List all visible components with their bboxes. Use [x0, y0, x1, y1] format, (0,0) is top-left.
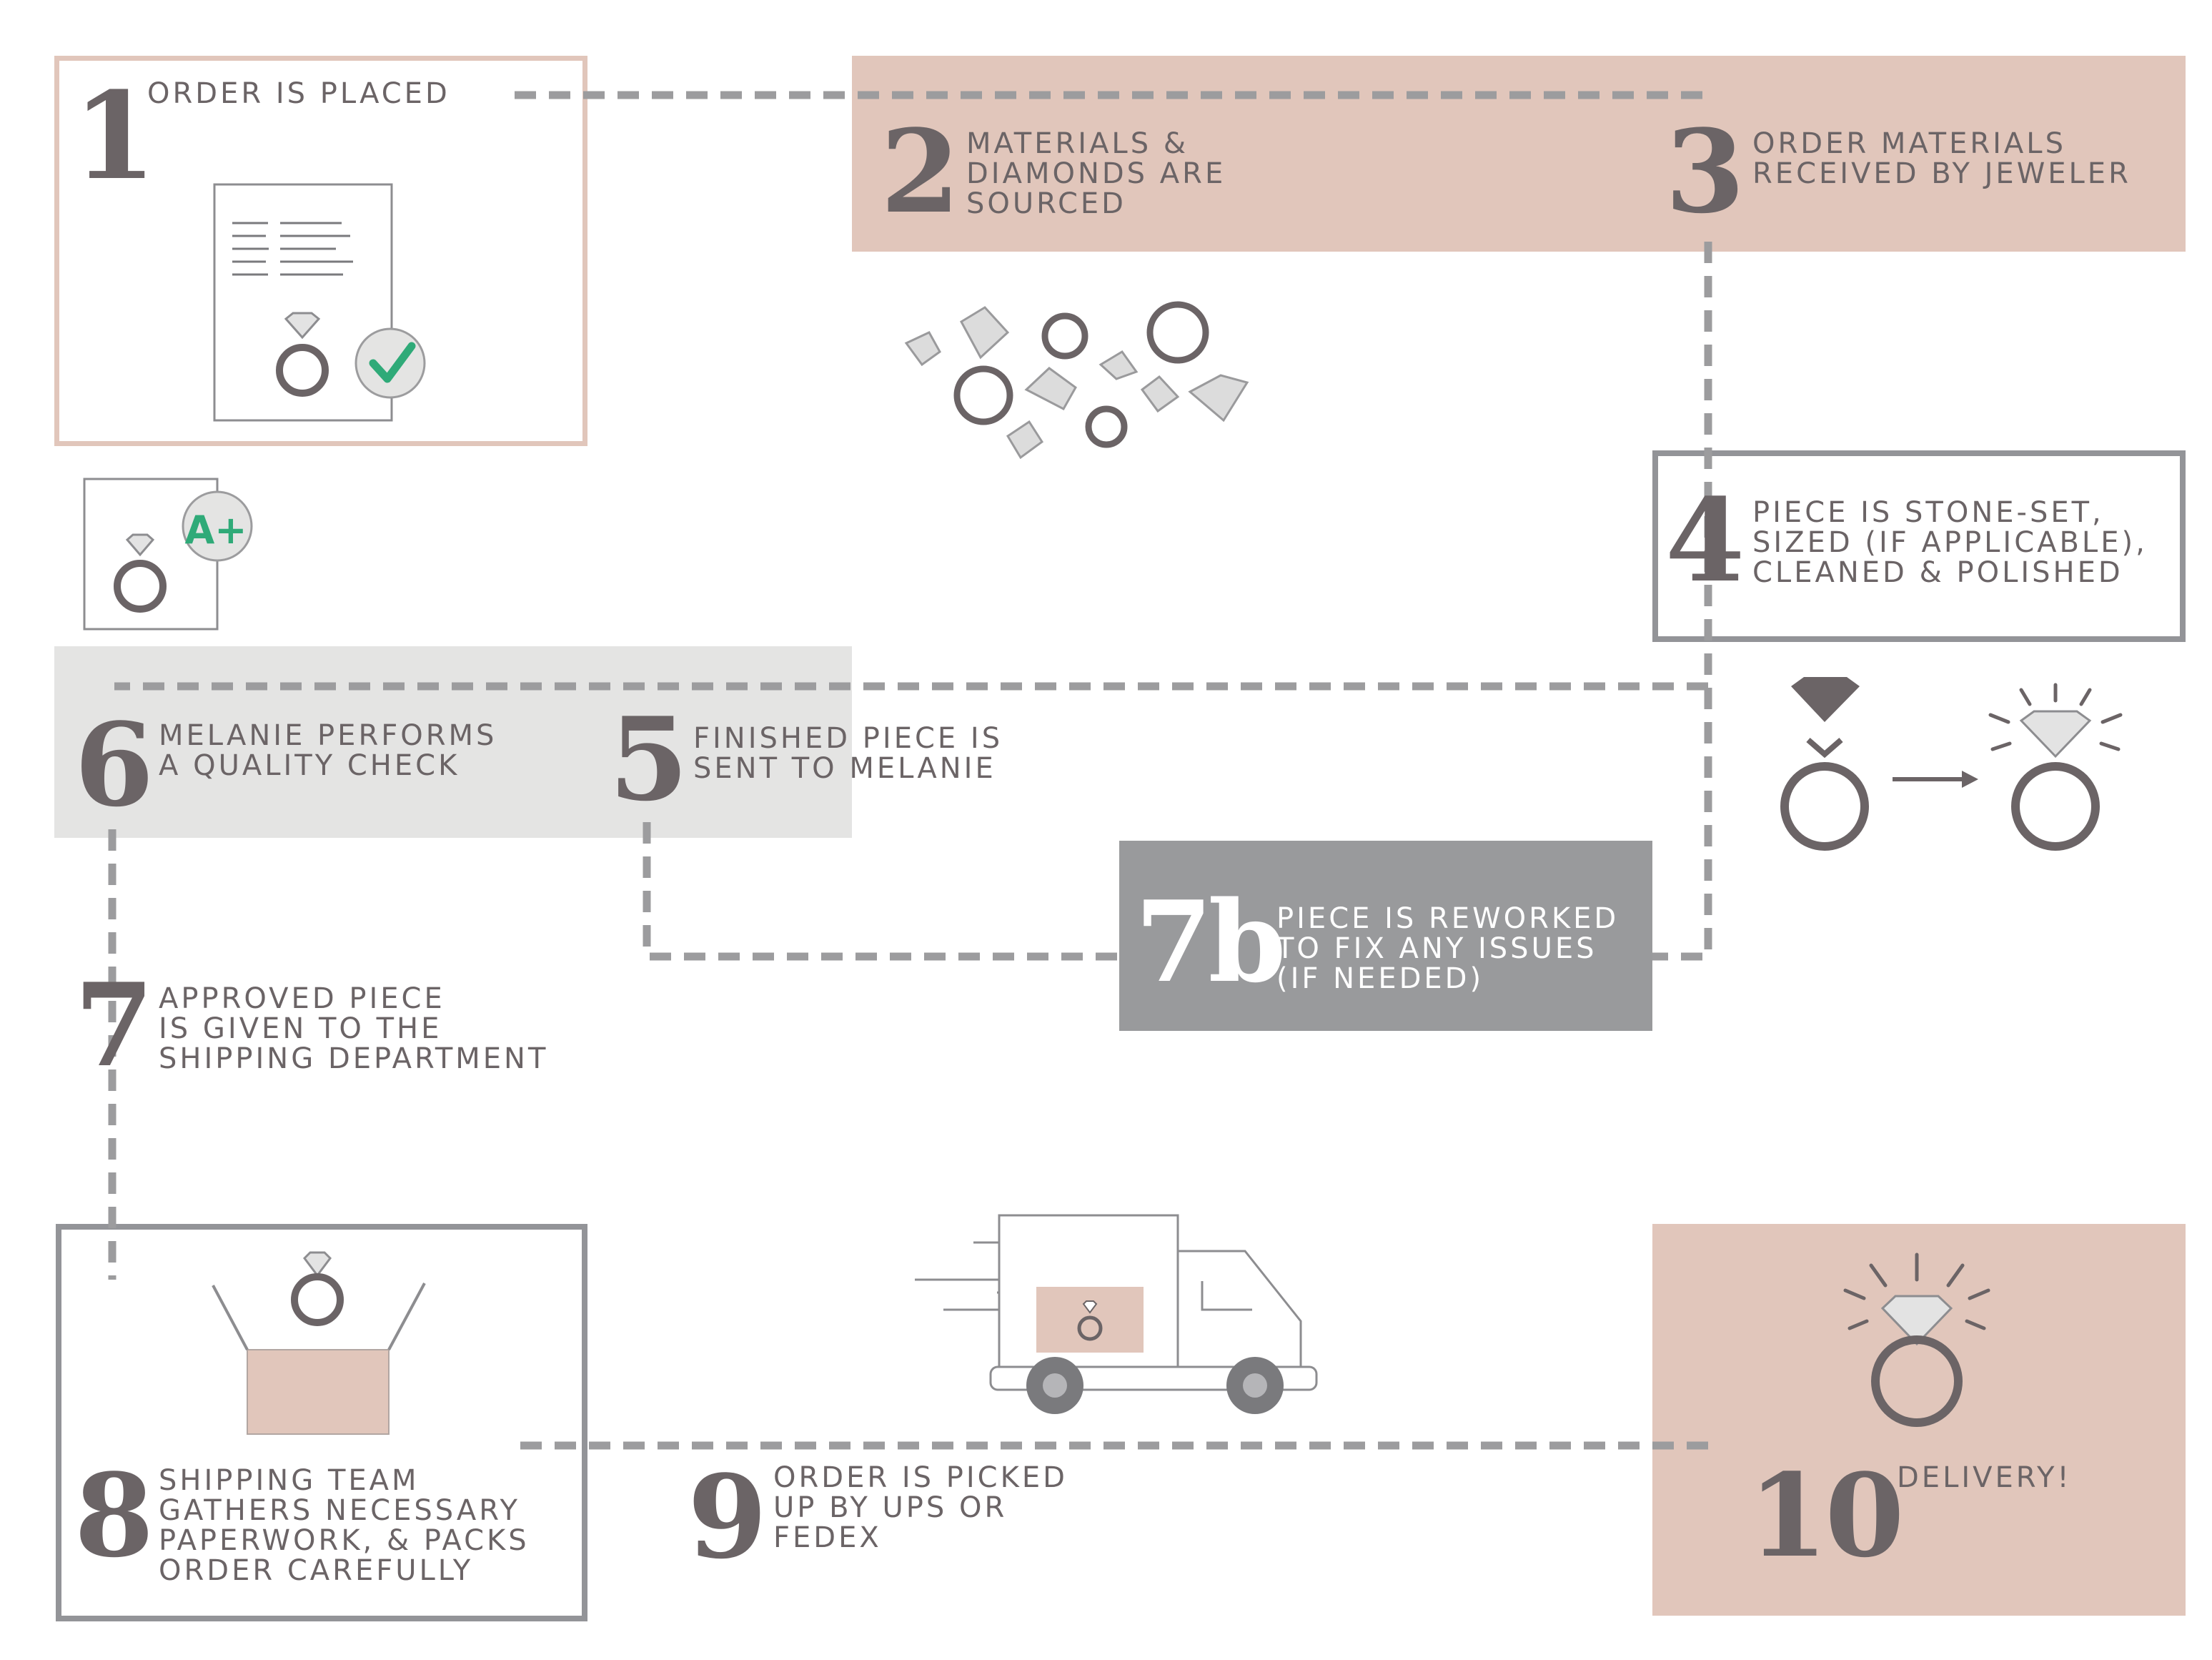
step-8-label: Shipping team gathers necessary paperwor…	[159, 1464, 530, 1587]
step-1-frame	[54, 56, 587, 446]
step-1-number: 1	[73, 65, 157, 207]
step-7-label: Approved piece is given to the shipping …	[159, 982, 549, 1075]
step-6-label: Melanie performs a quality check	[159, 719, 497, 782]
grade-text: A+	[184, 508, 247, 553]
step-7b-number: 7b	[1135, 876, 1286, 1007]
step-2-label: Materials & Diamonds are Sourced	[966, 127, 1226, 220]
step-10-label: Delivery!	[1897, 1461, 2072, 1494]
steps-2-3-band	[852, 56, 2186, 252]
step-10-number: 10	[1748, 1448, 1905, 1583]
step-7b-label: Piece is reworked to fix any issues (if …	[1276, 902, 1620, 995]
open-box-ring-icon	[212, 1251, 426, 1435]
diamonds-and-rings-icon	[904, 301, 1249, 460]
step-3-number: 3	[1665, 104, 1745, 239]
step-6-number: 6	[74, 698, 154, 832]
connector-5-7b	[643, 822, 1119, 961]
step-3-label: Order materials received by jeweler	[1752, 127, 2131, 190]
step-7-number: 7	[74, 958, 154, 1092]
step-9-label: Order is picked up by UPS or FedEx	[773, 1461, 1068, 1554]
document-ring-check-icon	[213, 183, 426, 422]
step-4-frame	[1652, 450, 2186, 642]
delivery-truck-icon	[915, 1214, 1318, 1414]
sparkling-ring-icon	[1843, 1253, 1990, 1427]
step-7b-panel	[1119, 841, 1652, 1031]
step-8-number: 8	[74, 1448, 154, 1583]
step-5-number: 5	[609, 692, 689, 826]
grade-a-plus-icon: A+	[83, 478, 253, 631]
step-4-number: 4	[1665, 473, 1745, 608]
step-4-label: Piece is stone-set, sized (if applicable…	[1752, 496, 2148, 589]
step-2-number: 2	[881, 104, 961, 239]
step-5-label: Finished piece is sent to Melanie	[693, 722, 1003, 785]
step-9-number: 9	[688, 1450, 768, 1584]
ring-setting-arrow-icon	[1780, 677, 2123, 851]
step-8-frame	[56, 1224, 587, 1621]
step-1-label: Order is placed	[147, 77, 450, 110]
dashed-connectors	[108, 91, 1712, 1450]
steps-5-6-band	[54, 646, 852, 838]
